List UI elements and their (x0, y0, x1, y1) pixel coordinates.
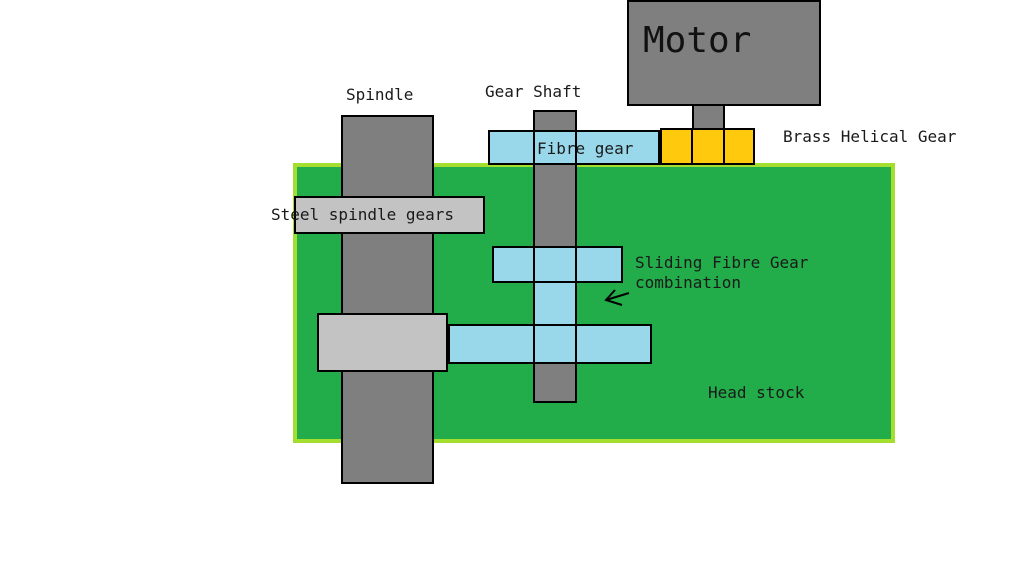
steel-spindle-gear-upper (294, 196, 485, 234)
brass-helical-gear-label: Brass Helical Gear (783, 127, 957, 146)
motor-body (627, 0, 821, 106)
sliding-fibre-gear-label-line1: Sliding Fibre Gear (635, 253, 809, 272)
brass-helical-gear (660, 128, 755, 165)
steel-spindle-gears-label: Steel spindle gears (271, 205, 454, 224)
steel-spindle-gear-lower (317, 313, 448, 372)
motor-label: Motor (643, 20, 751, 61)
motor-shaft (692, 104, 725, 132)
fibre-gear (488, 130, 660, 165)
spindle (341, 115, 434, 484)
pointer-arrow (604, 289, 630, 306)
sliding-fibre-gear-combination (448, 246, 652, 364)
fibre-gear-label: Fibre gear (537, 139, 634, 158)
sliding-fibre-gear-label-line2: combination (635, 273, 741, 292)
head-stock-label: Head stock (708, 383, 805, 402)
gear-shaft-label: Gear Shaft (485, 82, 581, 101)
spindle-label: Spindle (346, 85, 413, 104)
